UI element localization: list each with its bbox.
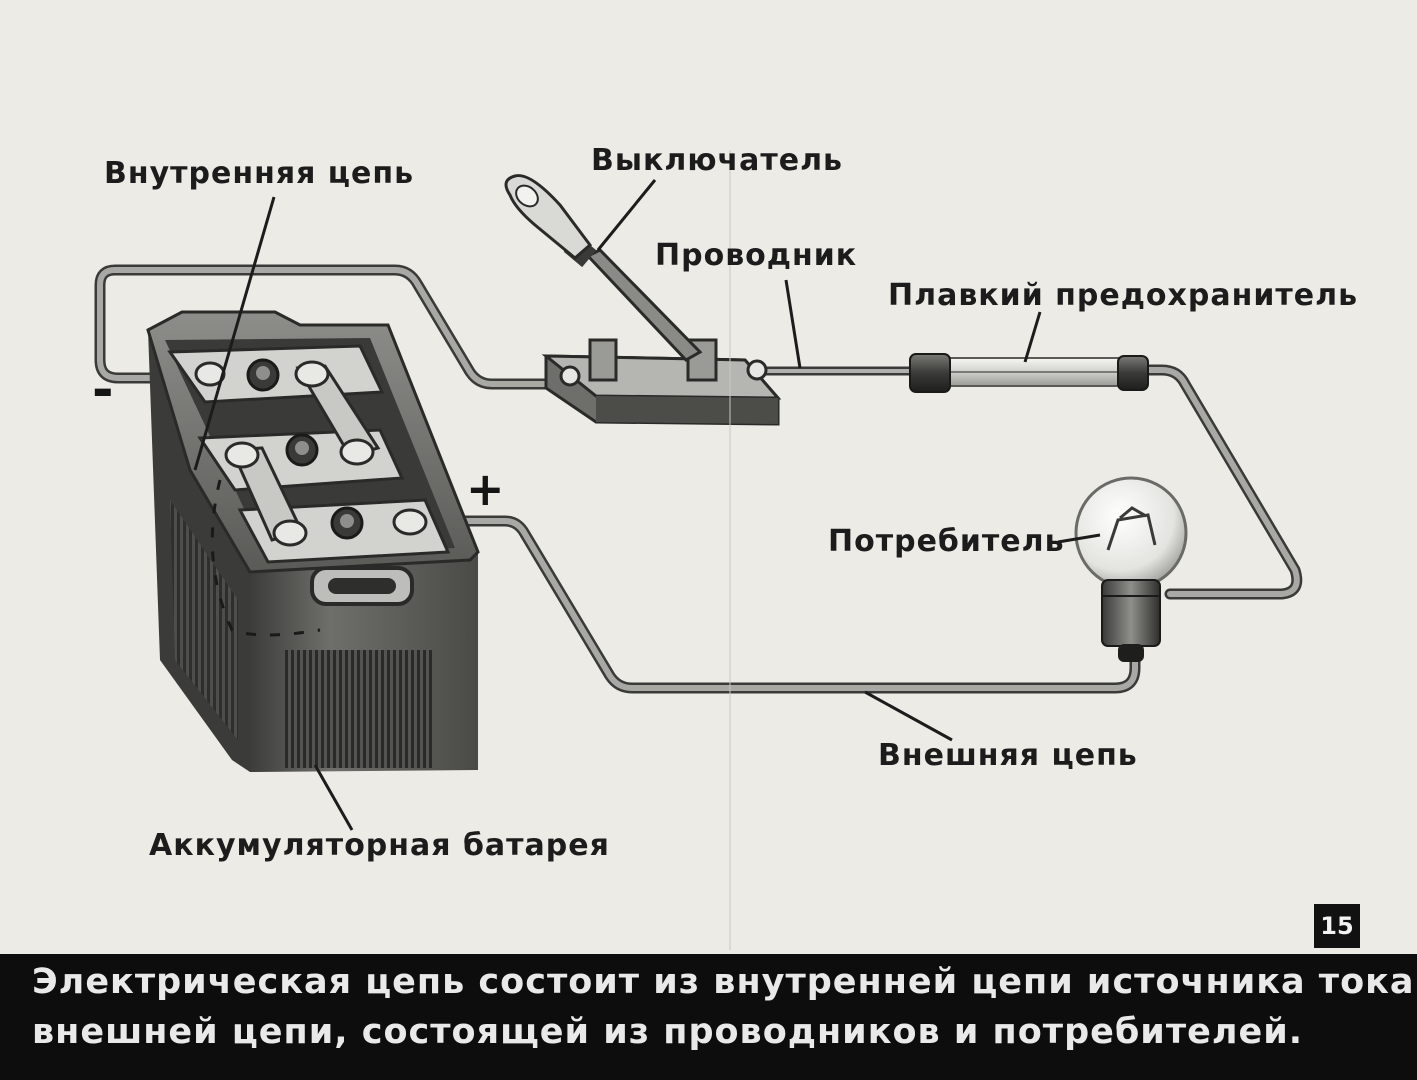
plus-terminal-sign: +: [466, 462, 505, 516]
leader-fuse: [1023, 311, 1042, 363]
label-external-circuit: Внешняя цепь: [878, 738, 1138, 773]
fuse: [909, 353, 1149, 393]
caption-bar: Электрическая цепь состоит из внутренней…: [0, 954, 1417, 1080]
leader-battery: [313, 764, 354, 831]
light-bulb: [1074, 476, 1188, 662]
label-fuse: Плавкий предохранитель: [888, 278, 1359, 313]
leader-lines: [193, 179, 1101, 831]
label-conductor: Проводник: [655, 238, 858, 273]
leader-conductor: [784, 279, 802, 369]
caption-line-1: Электрическая цепь состоит из внутренней…: [32, 962, 1417, 1002]
leader-switch: [596, 179, 657, 251]
battery: [146, 310, 480, 772]
leader-external-circuit: [864, 690, 953, 742]
label-switch: Выключатель: [591, 143, 844, 178]
page-number-badge: 15: [1314, 904, 1360, 948]
knife-switch: [504, 174, 782, 426]
minus-terminal-sign: -: [92, 360, 114, 420]
label-internal-circuit: Внутренняя цепь: [104, 156, 415, 191]
caption-line-2: внешней цепи, состоящей из проводников и…: [32, 1012, 1304, 1052]
external-wire: [94, 264, 1303, 694]
label-consumer: Потребитель: [828, 524, 1065, 559]
label-battery: Аккумуляторная батарея: [149, 828, 610, 863]
leader-consumer: [1057, 533, 1101, 544]
leader-internal-circuit: [193, 196, 276, 471]
